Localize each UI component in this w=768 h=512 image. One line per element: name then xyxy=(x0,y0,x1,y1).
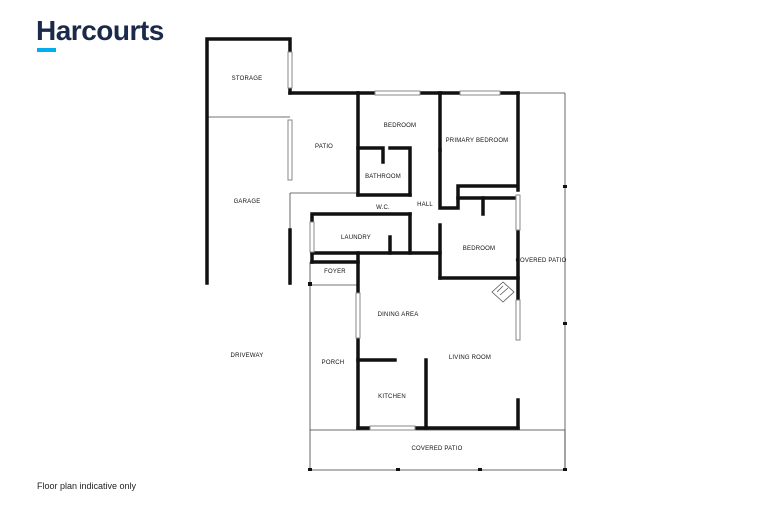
label-living: LIVING ROOM xyxy=(449,355,491,361)
label-covered-patio-right: COVERED PATIO xyxy=(515,258,566,264)
outdoor-outlines xyxy=(207,92,566,471)
post xyxy=(308,468,312,471)
brand-name: Harcourts xyxy=(36,15,164,46)
label-driveway: DRIVEWAY xyxy=(231,353,264,359)
post xyxy=(308,282,312,286)
room-labels: STORAGE GARAGE PATIO BEDROOM PRIMARY BED… xyxy=(231,76,567,452)
post xyxy=(396,468,400,471)
label-foyer: FOYER xyxy=(324,269,346,275)
label-kitchen: KITCHEN xyxy=(378,394,406,400)
window xyxy=(374,90,421,96)
post xyxy=(563,468,567,471)
brand-accent-bar xyxy=(37,48,56,52)
label-covered-patio-bottom: COVERED PATIO xyxy=(411,446,462,452)
label-porch: PORCH xyxy=(322,360,345,366)
harcourts-logo: Harcourts xyxy=(36,15,164,52)
wall-hall-right xyxy=(438,148,517,210)
window xyxy=(287,51,293,89)
window xyxy=(369,425,416,431)
label-hall: HALL xyxy=(417,202,433,208)
label-garage: GARAGE xyxy=(234,199,261,205)
window xyxy=(515,299,521,341)
post xyxy=(478,468,482,471)
label-bedroom-right: BEDROOM xyxy=(463,246,495,252)
window xyxy=(309,221,315,253)
label-bedroom-top: BEDROOM xyxy=(384,123,416,129)
label-wc: W.C. xyxy=(376,205,390,211)
window xyxy=(515,194,521,231)
label-dining: DINING AREA xyxy=(378,312,419,318)
label-laundry: LAUNDRY xyxy=(341,235,371,241)
window xyxy=(459,90,501,96)
post xyxy=(563,185,567,188)
fireplace-icon xyxy=(491,281,515,303)
label-storage: STORAGE xyxy=(232,76,263,82)
window xyxy=(355,292,361,339)
disclaimer-text: Floor plan indicative only xyxy=(37,481,137,491)
windows xyxy=(287,51,521,431)
wall-bath-right xyxy=(388,146,412,197)
window xyxy=(287,119,293,181)
post xyxy=(563,322,567,325)
label-primary-bedroom: PRIMARY BEDROOM xyxy=(446,138,509,144)
deck-posts xyxy=(308,185,567,471)
wall-bath-top xyxy=(356,146,385,164)
label-patio: PATIO xyxy=(315,144,333,150)
label-bathroom: BATHROOM xyxy=(365,174,401,180)
walls xyxy=(205,37,520,430)
